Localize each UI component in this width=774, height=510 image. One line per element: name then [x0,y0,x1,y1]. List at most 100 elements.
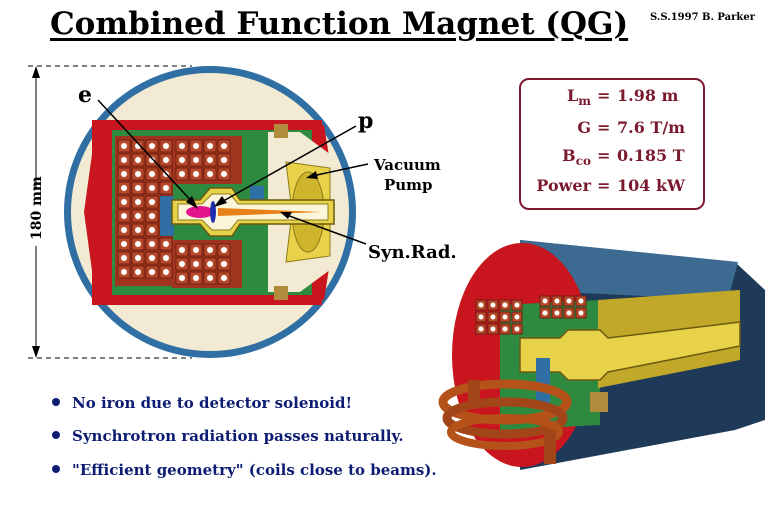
conductor-core [478,326,484,332]
param-subscript: m [578,94,591,109]
proton-label: p [358,108,373,134]
param-row-field: Bco = 0.185 T [521,146,703,172]
conductor-core [149,157,155,163]
magnet-cross-section [64,66,356,358]
page-title: Combined Function Magnet (QG) [50,6,629,42]
conductor-core [149,269,155,275]
conductor-core [514,302,520,308]
param-value: 7.6 T/m [617,118,686,137]
pump-label: Pump [384,176,433,194]
conductor-core [566,310,572,316]
conductor-core [163,241,169,247]
conductor-core [207,261,213,267]
conductor-core [163,185,169,191]
electron-beam [186,206,214,218]
conductor-core [566,298,572,304]
conductor-core [542,298,548,304]
conductor-core [135,241,141,247]
conductor-core [221,143,227,149]
param-label: G [577,118,591,137]
conductor-core [135,185,141,191]
conductor-core [135,213,141,219]
conductor-core [121,199,127,205]
conductor-core [121,227,127,233]
conductor-core [207,275,213,281]
conductor-core [179,275,185,281]
author-credit: S.S.1997 B. Parker [650,12,755,23]
conductor-core [135,269,141,275]
conductor-core [149,213,155,219]
conductor-core [578,310,584,316]
proton-beam-spot [210,201,216,223]
conductor-core [221,157,227,163]
magnet-3d-cutaway [438,240,765,470]
conductor-core [221,171,227,177]
param-value: 104 kW [617,176,686,195]
conductor-core [163,157,169,163]
conductor-core [514,314,520,320]
conductor-core [135,227,141,233]
conductor-core [502,302,508,308]
synchrotron-fan [218,208,322,216]
conductor-core [221,261,227,267]
conductor-core [554,298,560,304]
conductor-core [135,171,141,177]
conductor-core [149,199,155,205]
conductor-core [179,157,185,163]
conductor-core [121,185,127,191]
conductor-core [179,143,185,149]
conductor-core [193,261,199,267]
conductor-core [207,143,213,149]
conductor-core [502,326,508,332]
param-equals: = [597,146,611,165]
conductor-core [221,275,227,281]
param-label: L [567,86,579,105]
conductor-core [478,302,484,308]
electron-label: e [78,82,92,108]
conductor-core [135,255,141,261]
bullet-icon [52,431,60,439]
param-row-power: Power = 104 kW [521,176,703,202]
param-label: Power [536,176,591,195]
param-subscript: co [575,154,591,169]
conductor-core [135,199,141,205]
conductor-core [193,157,199,163]
conductor-core [193,247,199,253]
conductor-core [163,143,169,149]
conductor-core [207,157,213,163]
conductor-core [121,171,127,177]
conductor-core [490,326,496,332]
conductor-core [135,157,141,163]
bullet-text: "Efficient geometry" (coils close to bea… [72,461,437,479]
conductor-core [490,314,496,320]
conductor-core [179,261,185,267]
param-row-gradient: G = 7.6 T/m [521,118,703,144]
conductor-core [121,241,127,247]
synrad-label: Syn.Rad. [368,242,457,263]
conductor-core [179,247,185,253]
conductor-core [193,143,199,149]
coil-conductors-3d [475,295,587,335]
param-equals: = [597,86,611,105]
conductor-core [149,185,155,191]
conductor-core [179,171,185,177]
conductor-core [149,143,155,149]
param-value: 0.185 T [617,146,685,165]
bullet-text: No iron due to detector solenoid! [72,394,353,412]
param-row-length: Lm = 1.98 m [521,86,703,112]
conductor-core [514,326,520,332]
conductor-core [149,227,155,233]
param-value: 1.98 m [617,86,679,105]
conductor-core [163,255,169,261]
conductor-core [121,143,127,149]
list-item: Synchrotron radiation passes naturally. [52,427,404,445]
conductor-core [207,247,213,253]
conductor-core [478,314,484,320]
conductor-core [578,298,584,304]
conductor-core [207,171,213,177]
conductor-core [121,255,127,261]
conductor-core [502,314,508,320]
bullet-text: Synchrotron radiation passes naturally. [72,427,404,445]
parameters-box: Lm = 1.98 m G = 7.6 T/m Bco = 0.185 T Po… [519,78,705,210]
conductor-core [542,310,548,316]
